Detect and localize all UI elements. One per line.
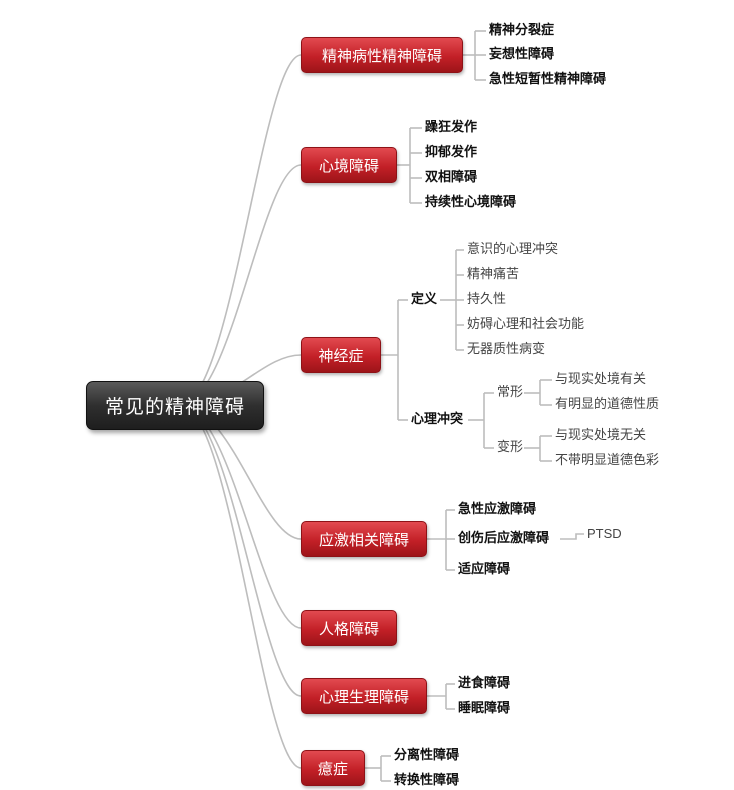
leaf-mental-pain: 精神痛苦 (467, 267, 520, 282)
conflict-normal-label: 常形 (497, 385, 524, 400)
branch-psychophysiological (179, 404, 302, 697)
leaf-ptsd: PTSD (587, 526, 622, 541)
branch-hysteria (179, 404, 302, 769)
category-stress-disorders[interactable]: 应激相关障碍 (301, 521, 427, 557)
branch-personality (179, 404, 302, 629)
leaf-acute-stress-disorder: 急性应激障碍 (458, 502, 537, 517)
leaf-related-to-reality: 与现实处境有关 (555, 372, 647, 387)
conflict-abnormal-label: 变形 (497, 440, 524, 455)
category-mood-disorders[interactable]: 心境障碍 (301, 147, 397, 183)
branch-psychotic (179, 54, 302, 406)
leaf-conscious-conflict: 意识的心理冲突 (467, 242, 559, 257)
leaf-conversion-disorder: 转换性障碍 (394, 773, 460, 788)
leaf-persistence: 持久性 (467, 292, 507, 307)
category-neurosis[interactable]: 神经症 (301, 337, 381, 373)
leaf-persistent-mood-disorder: 持续性心境障碍 (425, 195, 517, 210)
leaf-delusional-disorder: 妄想性障碍 (489, 47, 555, 62)
leaf-depressive-episode: 抑郁发作 (425, 145, 478, 160)
link-ptsd (560, 533, 584, 540)
leaf-dissociative-disorder: 分离性障碍 (394, 748, 460, 763)
leaf-acute-transient-psychotic: 急性短暂性精神障碍 (489, 72, 607, 87)
category-psychotic-disorders[interactable]: 精神病性精神障碍 (301, 37, 463, 73)
leaf-no-moral-color: 不带明显道德色彩 (555, 453, 660, 468)
leaf-moral-nature: 有明显的道德性质 (555, 397, 660, 412)
leaf-adjustment-disorder: 适应障碍 (458, 562, 511, 577)
leaf-no-organic-lesion: 无器质性病变 (467, 342, 546, 357)
neurosis-conflict-label: 心理冲突 (411, 412, 464, 427)
leaf-schizophrenia: 精神分裂症 (489, 23, 555, 38)
leaf-post-traumatic-stress: 创伤后应激障碍 (458, 531, 550, 546)
category-psychophysiological-disorders[interactable]: 心理生理障碍 (301, 678, 427, 714)
leaf-impaired-function: 妨碍心理和社会功能 (467, 317, 585, 332)
category-hysteria[interactable]: 癔症 (301, 750, 365, 786)
leaf-sleep-disorder: 睡眠障碍 (458, 701, 511, 716)
neurosis-definition-label: 定义 (411, 292, 438, 307)
leaf-unrelated-to-reality: 与现实处境无关 (555, 428, 647, 443)
root-node[interactable]: 常见的精神障碍 (86, 381, 264, 430)
leaf-manic-episode: 躁狂发作 (425, 120, 478, 135)
branch-mood (179, 164, 302, 406)
category-personality-disorders[interactable]: 人格障碍 (301, 610, 397, 646)
leaf-eating-disorder: 进食障碍 (458, 676, 511, 691)
leaf-bipolar-disorder: 双相障碍 (425, 170, 478, 185)
